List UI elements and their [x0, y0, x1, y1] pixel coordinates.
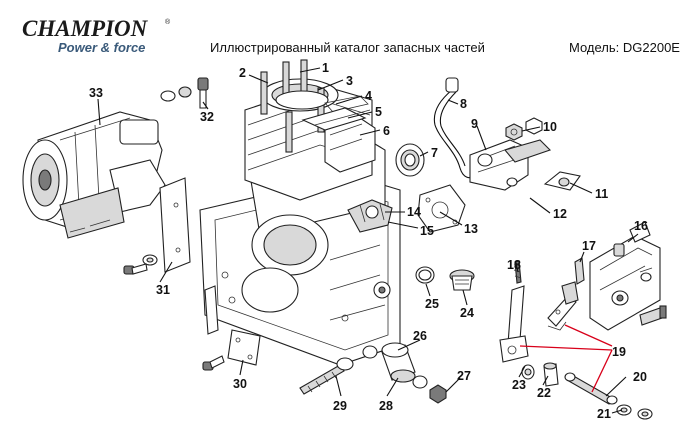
part-label-15: 15 [420, 224, 434, 238]
highlight-leaders-19 [519, 324, 613, 393]
part-number-labels: 1 2 3 4 5 6 7 8 9 10 11 12 13 14 15 16 1… [89, 61, 648, 421]
part-label-8: 8 [460, 97, 467, 111]
mount-bolts-illustration [123, 263, 225, 371]
nuts-illustration [505, 117, 543, 141]
bushings-illustration [521, 362, 559, 387]
brand-tagline: Power & force [58, 40, 145, 55]
part-label-6: 6 [383, 124, 390, 138]
model-label: Модель: DG2200E [569, 40, 680, 55]
washers-illustration [616, 404, 653, 420]
dipstick-illustration [415, 266, 475, 291]
part-label-19: 19 [612, 345, 626, 359]
part-label-21: 21 [597, 407, 611, 421]
part-label-22: 22 [537, 386, 551, 400]
part-label-4: 4 [365, 89, 372, 103]
part-label-3: 3 [346, 74, 353, 88]
oil-seal-illustration [395, 143, 425, 177]
part-label-26: 26 [413, 329, 427, 343]
brand-logo: CHAMPION ® Power & force [22, 16, 171, 55]
part-label-23: 23 [512, 378, 526, 392]
part-label-14: 14 [407, 205, 421, 219]
catalog-title: Иллюстрированный каталог запасных частей [210, 40, 485, 55]
part-label-30: 30 [233, 377, 247, 391]
part-label-33: 33 [89, 86, 103, 100]
part-label-1: 1 [322, 61, 329, 75]
part-label-27: 27 [457, 369, 471, 383]
part-label-17: 17 [582, 239, 596, 253]
part-label-24: 24 [460, 306, 474, 320]
starter-bracket-illustration [142, 177, 191, 273]
oil-pipe-illustration [433, 77, 552, 191]
governor-link-illustration [547, 281, 579, 331]
name-plate-illustration [227, 329, 261, 366]
part-label-7: 7 [431, 146, 438, 160]
part-label-10: 10 [543, 120, 557, 134]
leader-lines [97, 67, 639, 414]
throttle-plate-illustration [574, 221, 667, 331]
part-label-9: 9 [471, 117, 478, 131]
brand-name: CHAMPION [22, 16, 149, 41]
governor-illustration [347, 199, 393, 233]
part-label-25: 25 [425, 297, 439, 311]
starter-motor-illustration [22, 111, 166, 239]
bolt-washers-illustration [160, 77, 209, 109]
part-label-32: 32 [200, 110, 214, 124]
part-label-18: 18 [507, 258, 521, 272]
drain-plug-illustration [299, 342, 447, 404]
bracket-illustration [543, 171, 581, 191]
part-label-11: 11 [595, 187, 608, 201]
part-label-31: 31 [156, 283, 170, 297]
part-label-20: 20 [633, 370, 647, 384]
governor-shaft-illustration [564, 372, 618, 405]
brand-registered-mark: ® [165, 18, 171, 26]
part-label-12: 12 [553, 207, 567, 221]
part-label-28: 28 [379, 399, 393, 413]
part-label-5: 5 [375, 105, 382, 119]
governor-arm-illustration [499, 260, 529, 363]
part-label-2: 2 [239, 66, 246, 80]
part-label-13: 13 [464, 222, 478, 236]
part-label-16: 16 [634, 219, 648, 233]
part-label-29: 29 [333, 399, 347, 413]
studs-gaskets-illustration [260, 59, 371, 153]
